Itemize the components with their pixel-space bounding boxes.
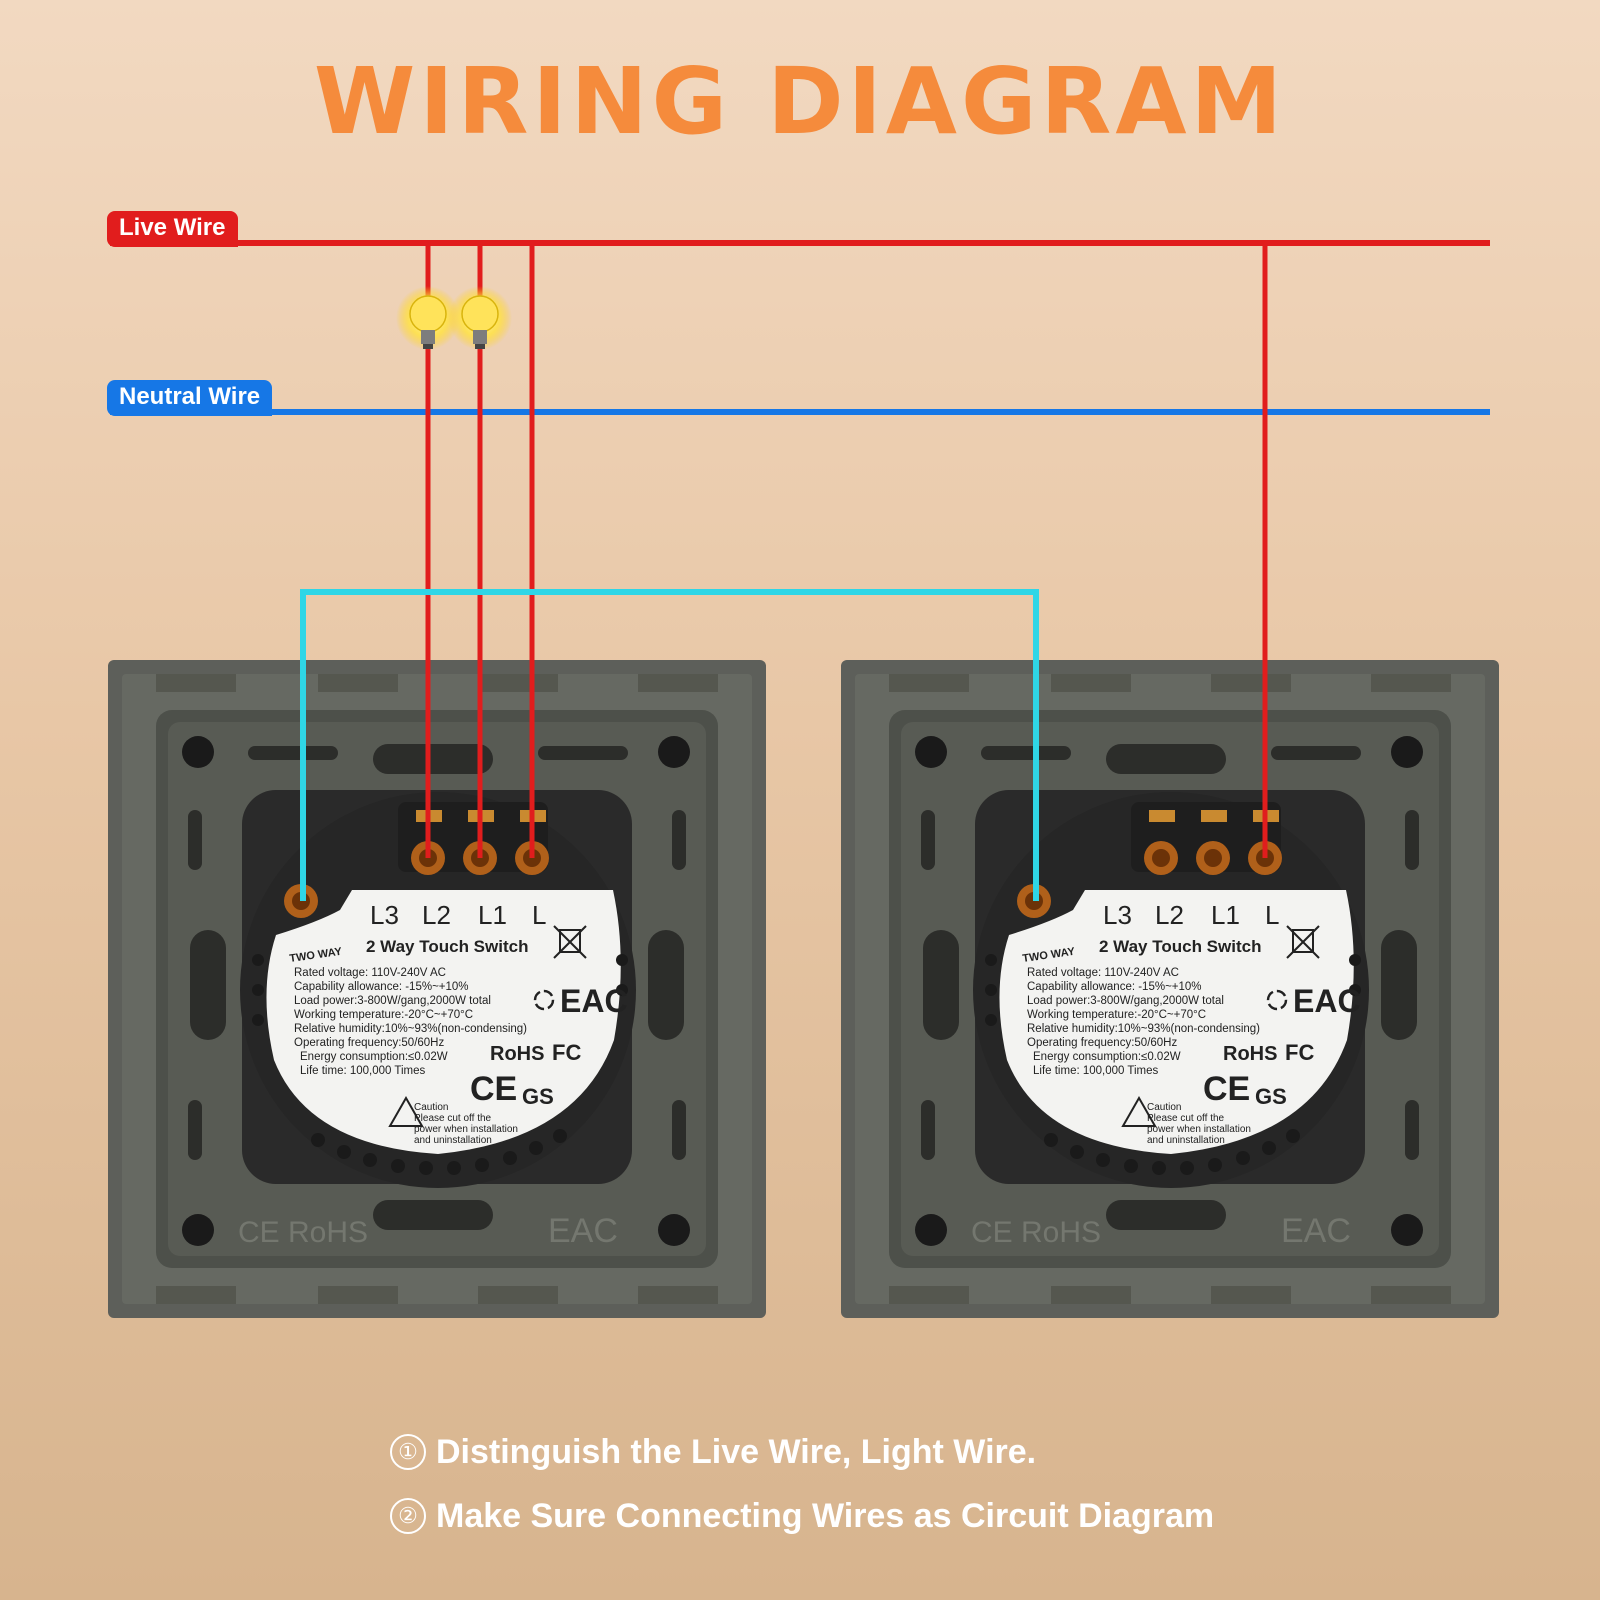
caution-text: and uninstallation [414, 1135, 492, 1146]
switch-model-name: 2 Way Touch Switch [366, 937, 528, 956]
frame-eac-mark: EAC [548, 1212, 618, 1250]
spec-line: Relative humidity:10%~93%(non-condensing… [294, 1023, 527, 1035]
spec-line: Operating frequency:50/60Hz [294, 1037, 444, 1049]
spec-line: Energy consumption:≤0.02W [300, 1051, 448, 1063]
spec-line: Life time: 100,000 Times [1033, 1065, 1159, 1077]
spec-line: Rated voltage: 110V-240V AC [1027, 967, 1179, 979]
caution-text: Please cut off the [414, 1113, 492, 1124]
fc-mark: FC [1285, 1040, 1314, 1065]
instruction-step: ① Distinguish the Live Wire, Light Wire. [390, 1420, 1214, 1484]
caution-text: power when installation [1147, 1124, 1251, 1135]
spec-line: Capability allowance: -15%~+10% [1027, 981, 1202, 993]
spec-line: Life time: 100,000 Times [300, 1065, 426, 1077]
recycle-icon [533, 989, 555, 1011]
spec-line: Load power:3-800W/gang,2000W total [294, 995, 491, 1007]
caution-text: Please cut off the [1147, 1113, 1225, 1124]
rohs-mark: RoHS [490, 1043, 544, 1065]
instruction-list: ① Distinguish the Live Wire, Light Wire.… [390, 1420, 1214, 1548]
spec-line: Working temperature:-20°C~+70°C [294, 1009, 473, 1021]
frame-eac-mark: EAC [1281, 1212, 1351, 1250]
terminal-label: L2 [422, 900, 451, 930]
warning-icon [388, 1095, 424, 1127]
switch-model-name: 2 Way Touch Switch [1099, 937, 1261, 956]
diagram-title: WIRING DIAGRAM [313, 48, 1287, 155]
step-text: Distinguish the Live Wire, Light Wire. [436, 1432, 1037, 1471]
recycle-icon [1266, 989, 1288, 1011]
neutral-wire-label: Neutral Wire [107, 380, 273, 416]
eac-mark: EAC [560, 983, 628, 1019]
terminal-label: L [532, 900, 546, 930]
terminal-label: L2 [1155, 900, 1184, 930]
weee-bin-icon [1286, 925, 1320, 959]
light-bulb-icon [396, 286, 460, 350]
eac-mark: EAC [1293, 983, 1361, 1019]
terminal-label: L1 [478, 900, 507, 930]
spec-line: Load power:3-800W/gang,2000W total [1027, 995, 1224, 1007]
caution-text: Caution [414, 1102, 448, 1113]
instruction-step: ② Make Sure Connecting Wires as Circuit … [390, 1484, 1214, 1548]
frame-ce-rohs-mark: CE RoHS [971, 1216, 1101, 1249]
spec-line: Capability allowance: -15%~+10% [294, 981, 469, 993]
step-text: Make Sure Connecting Wires as Circuit Di… [436, 1496, 1215, 1535]
weee-bin-icon [553, 925, 587, 959]
gs-mark: GS [1255, 1084, 1287, 1109]
terminal-label: L [1265, 900, 1279, 930]
live-wire-label: Live Wire [107, 211, 238, 247]
spec-line: Rated voltage: 110V-240V AC [294, 967, 446, 979]
terminal-label: L3 [370, 900, 399, 930]
spec-line: Operating frequency:50/60Hz [1027, 1037, 1177, 1049]
terminal-label: L1 [1211, 900, 1240, 930]
traveler-wire [300, 589, 1039, 901]
rohs-mark: RoHS [1223, 1043, 1277, 1065]
ce-mark: CE [1203, 1070, 1250, 1108]
spec-line: Relative humidity:10%~93%(non-condensing… [1027, 1023, 1260, 1035]
spec-line: Energy consumption:≤0.02W [1033, 1051, 1181, 1063]
step-number: ② [390, 1498, 426, 1534]
caution-text: power when installation [414, 1124, 518, 1135]
warning-icon [1121, 1095, 1157, 1127]
fc-mark: FC [552, 1040, 581, 1065]
light-bulb-icon [448, 286, 512, 350]
caution-text: and uninstallation [1147, 1135, 1225, 1146]
terminal-label: L3 [1103, 900, 1132, 930]
frame-ce-rohs-mark: CE RoHS [238, 1216, 368, 1249]
caution-text: Caution [1147, 1102, 1181, 1113]
step-number: ① [390, 1434, 426, 1470]
gs-mark: GS [522, 1084, 554, 1109]
ce-mark: CE [470, 1070, 517, 1108]
spec-line: Working temperature:-20°C~+70°C [1027, 1009, 1206, 1021]
